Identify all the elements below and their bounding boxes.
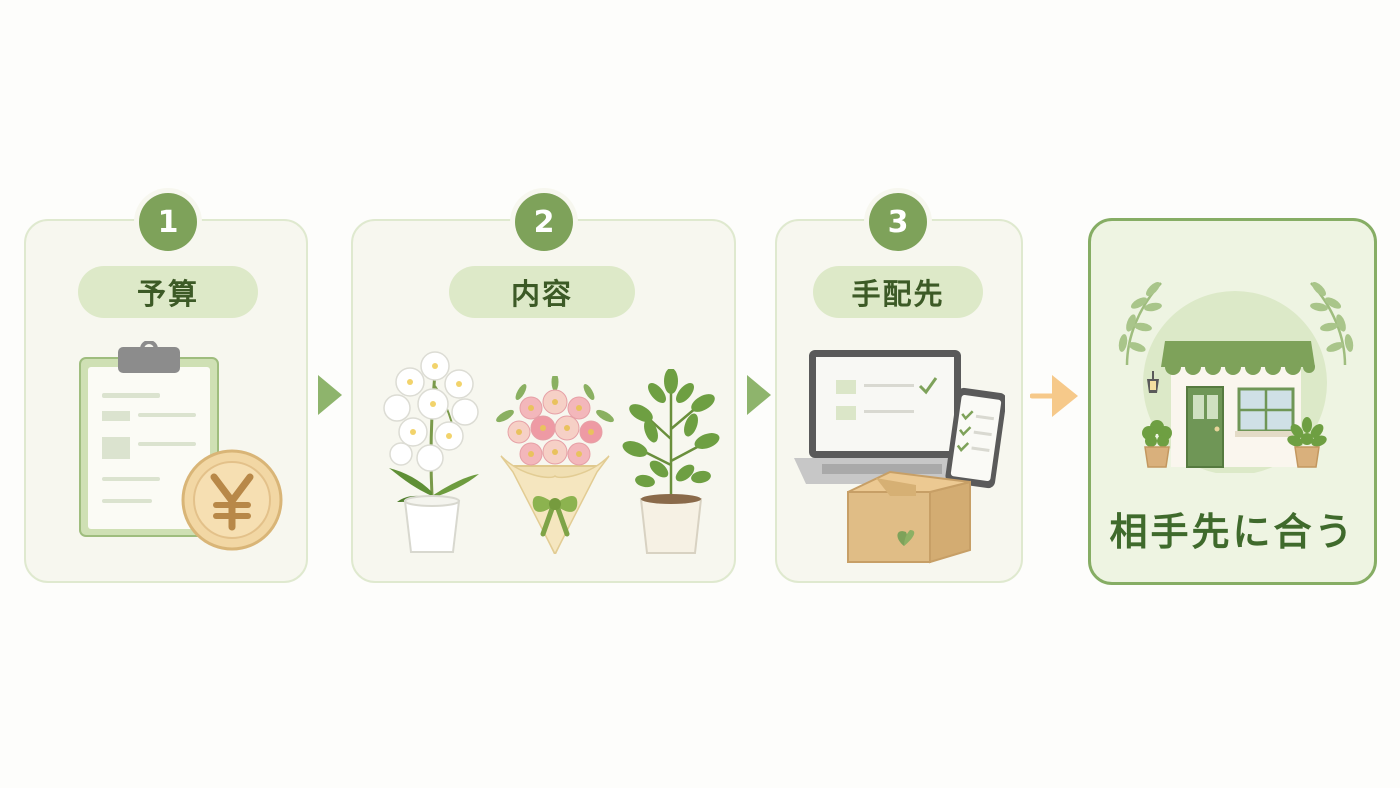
step-number-badge: 1 [139,193,197,251]
step-card-vendor: 3 手配先 [775,193,1023,583]
laurel-branch-icon [1118,282,1162,366]
laurel-branch-icon [1310,282,1354,366]
potted-plant-icon [1287,417,1327,468]
cardboard-box-icon [847,470,971,564]
step-label-pill: 内容 [449,266,635,318]
arrow-right-icon [747,375,771,415]
step-label-pill: 予算 [78,266,258,318]
foliage-plant-icon [622,369,720,554]
step-label-pill: 手配先 [813,266,983,318]
laptop-icon [794,350,962,484]
smartphone-checklist-icon [945,387,1005,489]
orchid-pot-icon [383,351,479,553]
step-card-content: 2 内容 [351,193,736,583]
step-number-badge: 2 [515,193,573,251]
step-number-badge: 3 [869,193,927,251]
flower-bouquet-icon [496,376,614,554]
arrow-right-icon [318,375,342,415]
arrow-right-icon [1030,375,1078,417]
step-card-budget: 1 予算 [24,193,308,583]
yen-coin-icon [181,449,283,551]
clipboard-icon [79,341,219,537]
potted-plant-icon [1142,420,1172,468]
storefront-icon [1143,291,1327,473]
result-label: 相手先に合う [1109,510,1356,554]
result-card: 相手先に合う [1088,218,1377,585]
